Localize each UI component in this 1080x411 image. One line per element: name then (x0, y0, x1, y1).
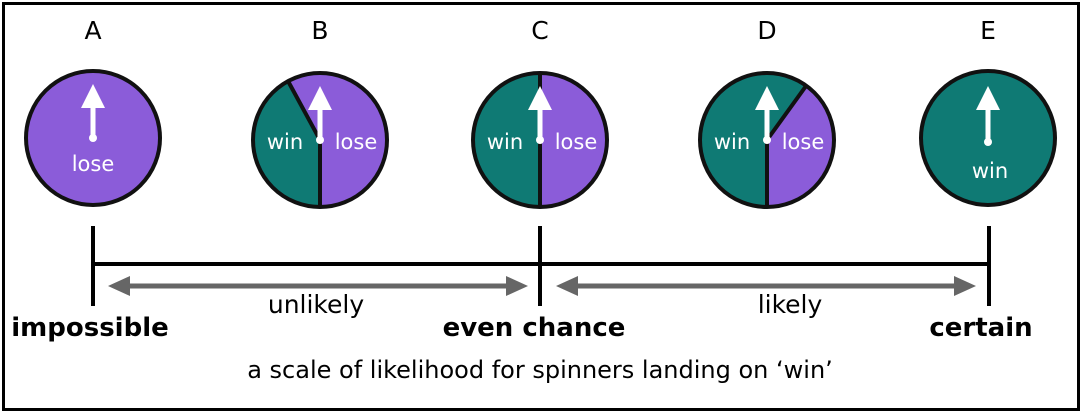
scale-label-certain: certain (929, 313, 1032, 343)
spinner-d-lose-segment (767, 86, 834, 207)
spinner-a: lose (24, 69, 162, 207)
scale-label-impossible: impossible (11, 313, 169, 343)
spinner-letter-e: E (980, 16, 996, 45)
spinner-b-outline (251, 71, 389, 209)
spinner-d-divider-top (765, 84, 808, 142)
spinner-e-pointer (976, 86, 1000, 146)
spinner-c-win-segment (473, 73, 540, 207)
spinner-d-pointer (755, 86, 779, 144)
spinner-d: win lose (698, 71, 836, 209)
spinner-letter-a: A (84, 16, 101, 45)
scale-label-even-chance: even chance (443, 313, 626, 343)
spinner-e-outline (919, 69, 1057, 207)
spinner-b: win lose (251, 71, 389, 209)
spinner-c-lose-segment (540, 73, 607, 207)
spinner-e: win (919, 69, 1057, 207)
spinner-a-pointer (81, 84, 105, 142)
spinner-d-lose-label: lose (782, 130, 825, 154)
spinner-c-lose-label: lose (555, 130, 598, 154)
spinner-e-win-label: win (972, 159, 1008, 183)
range-label-unlikely: unlikely (268, 290, 364, 319)
spinner-b-win-label: win (267, 130, 303, 154)
spinner-b-lose-label: lose (335, 130, 378, 154)
likely-arrow (556, 276, 976, 296)
spinner-d-win-label: win (714, 130, 750, 154)
likelihood-scale (91, 226, 991, 306)
spinner-c-win-label: win (487, 130, 523, 154)
spinner-letter-d: D (757, 16, 776, 45)
spinner-c-outline (471, 71, 609, 209)
spinner-c: win lose (471, 71, 609, 209)
spinner-letter-c: C (531, 16, 548, 45)
spinner-letter-b: B (311, 16, 328, 45)
spinner-a-outline (24, 69, 162, 207)
range-label-likely: likely (758, 290, 823, 319)
diagram-caption: a scale of likelihood for spinners landi… (247, 356, 833, 384)
spinner-d-win-segment (699, 73, 806, 208)
spinner-c-pointer (528, 86, 552, 144)
spinner-d-outline (698, 71, 836, 209)
spinner-b-pointer (308, 86, 332, 144)
spinner-b-divider-top (286, 80, 322, 141)
spinner-a-lose-label: lose (72, 152, 115, 176)
unlikely-arrow (108, 276, 528, 296)
